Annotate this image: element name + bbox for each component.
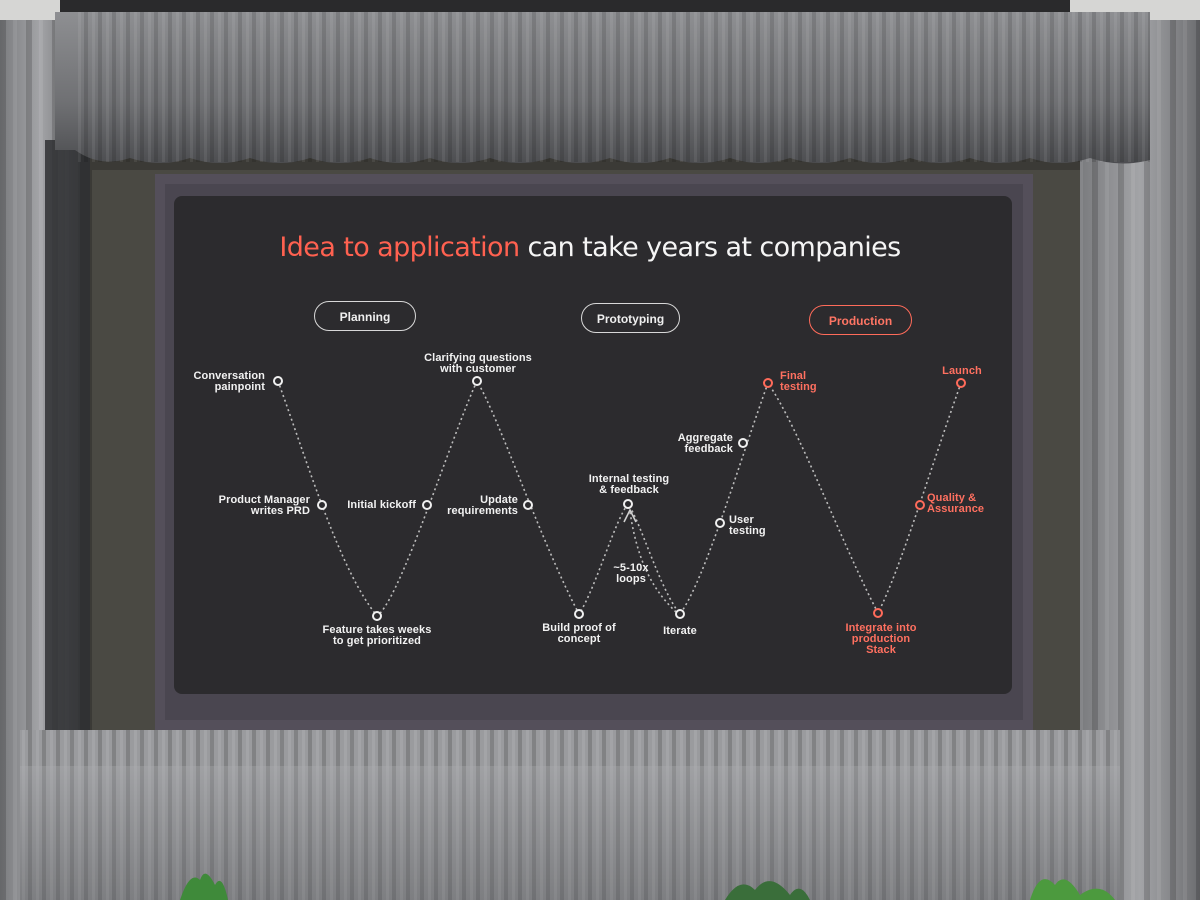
node-label-user-testing: User testing: [729, 514, 766, 537]
slide-title-highlight: Idea to application: [279, 232, 520, 263]
node-label-kickoff: Initial kickoff: [347, 499, 416, 511]
slide-title: Idea to application can take years at co…: [220, 232, 960, 263]
node-marker-qa: [915, 500, 925, 510]
node-label-conversation: Conversation painpoint: [193, 370, 265, 393]
node-label-pm-prd: Product Manager writes PRD: [218, 494, 310, 517]
slide-title-rest: can take years at companies: [527, 232, 901, 263]
node-label-feature-weeks: Feature takes weeks to get prioritized: [322, 624, 432, 647]
node-label-launch: Launch: [942, 365, 982, 377]
node-marker-proof: [574, 609, 584, 619]
node-marker-integrate: [873, 608, 883, 618]
node-marker-aggregate: [738, 438, 748, 448]
node-label-integrate: Integrate into production Stack: [845, 622, 917, 656]
phase-pill-production: Production: [809, 305, 912, 335]
node-marker-clarifying: [472, 376, 482, 386]
node-label-update-req: Update requirements: [447, 494, 518, 517]
loop-arrowhead: [623, 508, 637, 523]
node-label-clarifying: Clarifying questions with customer: [424, 352, 532, 375]
node-marker-conversation: [273, 376, 283, 386]
slide-background: [174, 196, 1012, 694]
node-label-aggregate: Aggregate feedback: [677, 432, 733, 455]
node-marker-feature-weeks: [372, 611, 382, 621]
node-marker-final: [763, 378, 773, 388]
phase-pill-planning: Planning: [314, 301, 416, 331]
phase-pill-prototyping: Prototyping: [581, 303, 680, 333]
node-marker-launch: [956, 378, 966, 388]
plant-left: [180, 873, 228, 900]
left-curtain-shadow: [45, 140, 90, 740]
journey-path: [277, 379, 962, 618]
node-marker-pm-prd: [317, 500, 327, 510]
plant-center: [725, 881, 810, 900]
node-label-qa: Quality & Assurance: [927, 492, 985, 515]
plant-right: [1030, 879, 1115, 900]
node-label-internal: Internal testing & feedback: [588, 473, 670, 496]
node-marker-kickoff: [422, 500, 432, 510]
node-marker-update-req: [523, 500, 533, 510]
node-marker-internal: [623, 499, 633, 509]
node-label-proof: Build proof of concept: [542, 622, 616, 645]
loops-annotation: ~5-10x loops: [613, 562, 649, 585]
loop-arrow: [629, 511, 677, 613]
node-marker-user-testing: [715, 518, 725, 528]
node-label-iterate: Iterate: [663, 625, 697, 637]
node-marker-iterate: [675, 609, 685, 619]
node-label-final: Final testing: [780, 370, 817, 393]
